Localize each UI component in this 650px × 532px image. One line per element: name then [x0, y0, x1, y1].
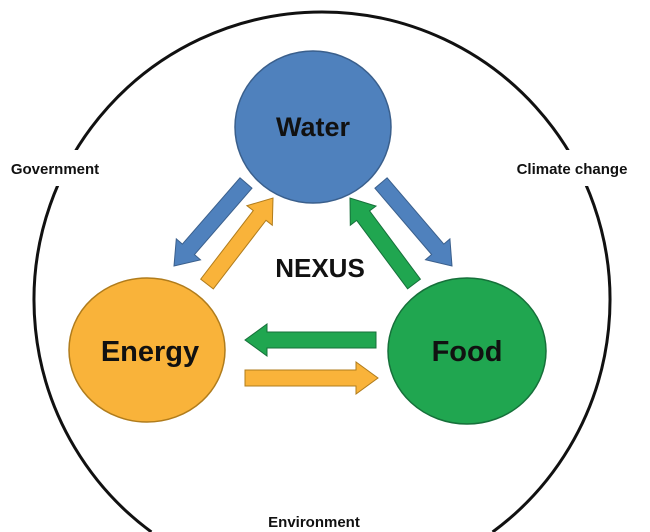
- arrow-food-to-energy: [244, 323, 377, 357]
- climate-change-label: Climate change: [517, 161, 628, 178]
- environment-label: Environment: [268, 514, 360, 531]
- arrow-water-to-food: [374, 177, 453, 267]
- arrow-water-to-energy: [173, 177, 253, 267]
- water-node: [234, 50, 392, 204]
- context-ring: [32, 10, 612, 532]
- energy-label: Energy: [101, 336, 199, 368]
- arrow-food-to-water: [349, 197, 422, 290]
- water-label: Water: [276, 112, 351, 142]
- government-label: Government: [11, 161, 99, 178]
- arrow-energy-to-water: [200, 197, 274, 290]
- label-mask-bottom: [248, 508, 382, 532]
- food-node: [387, 277, 547, 425]
- label-mask-left: [0, 150, 116, 186]
- nexus-label: NEXUS: [275, 253, 365, 283]
- arrow-energy-to-food: [244, 361, 379, 395]
- food-label: Food: [432, 336, 503, 368]
- energy-node: [68, 277, 226, 423]
- label-mask-right: [494, 150, 650, 186]
- arrows-group: [173, 177, 453, 395]
